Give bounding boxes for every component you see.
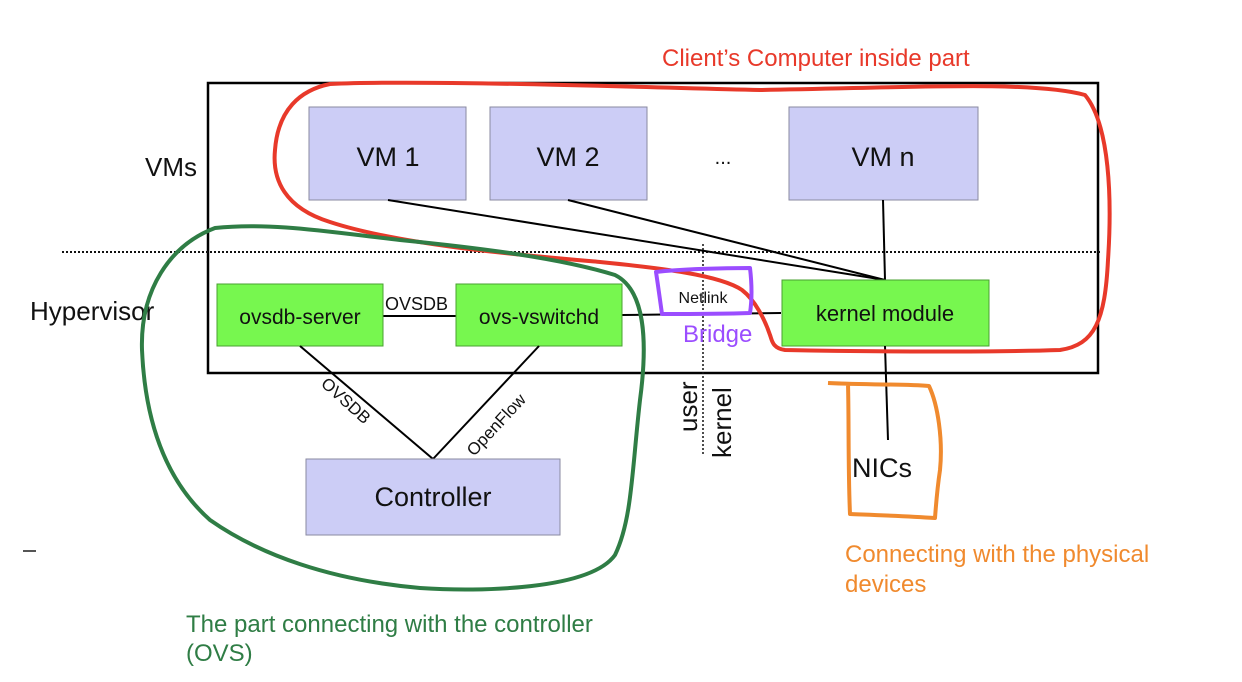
- nics-label: NICs: [852, 453, 912, 483]
- ovs-region-caption-line2: (OVS): [186, 640, 253, 667]
- ovsdb-server-box: ovsdb-server: [216, 283, 384, 347]
- vm-ellipsis: ...: [715, 147, 732, 169]
- physical-region-caption-line1: Connecting with the physical: [845, 541, 1149, 568]
- vm-label: VM 2: [536, 142, 599, 172]
- vmn-kernel-link: [882, 199, 886, 281]
- vms-layer-label: VMs: [145, 152, 197, 182]
- vm-box: VM 2: [489, 106, 648, 201]
- kernel-module-label: kernel module: [816, 301, 954, 326]
- vswitchd-controller-link: [432, 345, 540, 460]
- kernel-space-label: kernel: [707, 387, 737, 458]
- ovsdb-link-label: OVSDB: [385, 294, 448, 314]
- bridge-caption: Bridge: [683, 321, 752, 348]
- vm-box: VM 1: [308, 106, 467, 201]
- ovs-vswitchd-label: ovs-vswitchd: [479, 306, 599, 329]
- hypervisor-layer-label: Hypervisor: [30, 296, 155, 326]
- client-region-outline: [272, 80, 1112, 354]
- physical-region-caption-line2: devices: [845, 571, 926, 598]
- ovs-vswitchd-box: ovs-vswitchd: [455, 283, 623, 347]
- vm1-kernel-link: [387, 199, 886, 281]
- controller-label: Controller: [374, 482, 491, 512]
- vm-box: VM n: [788, 106, 979, 201]
- user-space-label: user: [673, 381, 703, 432]
- ovs-region-caption-line1: The part connecting with the controller: [186, 611, 593, 638]
- netlink-bridge-outline: [654, 266, 754, 316]
- kernel-nics-link: [884, 345, 889, 441]
- ovs-region-outline: [139, 224, 646, 592]
- ovsdb-server-label: ovsdb-server: [239, 306, 360, 329]
- vm-label: VM 1: [356, 142, 419, 172]
- vm2-kernel-link: [567, 199, 886, 281]
- client-region-caption: Client’s Computer inside part: [662, 45, 970, 72]
- server-controller-link: [299, 345, 434, 460]
- host-frame: [206, 81, 1100, 375]
- controller-box: Controller: [305, 458, 561, 536]
- vswitchd-controller-link-label: OpenFlow: [463, 390, 530, 460]
- kernel-module-box: kernel module: [781, 279, 990, 347]
- vm-label: VM n: [851, 142, 914, 172]
- physical-region-outline: [827, 381, 943, 520]
- netlink-label: Netlink: [679, 290, 729, 307]
